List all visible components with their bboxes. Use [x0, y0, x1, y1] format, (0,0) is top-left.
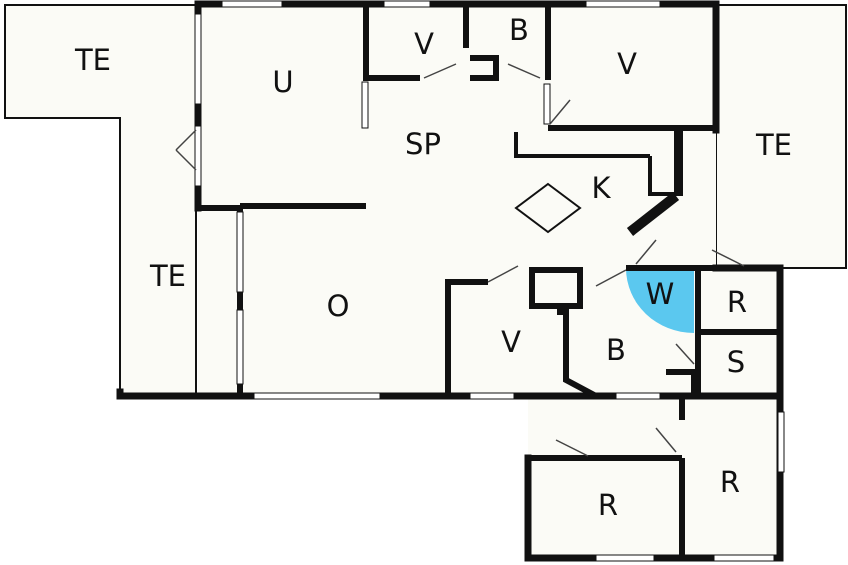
window [236, 211, 244, 293]
window [777, 411, 785, 473]
room-label-v-bottom: V [501, 325, 521, 359]
window [383, 0, 431, 8]
window [253, 392, 381, 400]
room-label-r-small: R [727, 285, 747, 319]
window [595, 554, 655, 562]
window [615, 392, 661, 400]
window [713, 554, 775, 562]
window [194, 13, 202, 105]
room-label-r-bottom: R [598, 488, 618, 522]
room-label-b-top: B [509, 13, 529, 47]
room-label-w: W [646, 277, 675, 311]
window [543, 83, 551, 125]
door-swings [175, 63, 745, 457]
room-label-r-bottom-right: R [720, 465, 740, 499]
house-floor [120, 4, 780, 558]
window [194, 125, 202, 187]
room-label-te-left: TE [149, 259, 186, 293]
room-label-o: O [327, 289, 350, 323]
room-label-te-right: TE [755, 128, 792, 162]
window [469, 392, 515, 400]
room-label-te-top-left: TE [74, 43, 111, 77]
room-label-v-top-right: V [617, 47, 637, 81]
diamond-icon [514, 182, 582, 234]
room-label-sp: SP [405, 127, 441, 161]
window [361, 81, 369, 129]
wardrobe-highlight [626, 268, 694, 333]
room-label-k: K [591, 171, 611, 205]
room-labels: TE U V B V SP TE K TE O W R V B S R R [74, 13, 792, 522]
windows [194, 0, 785, 562]
window [221, 0, 283, 8]
window [236, 309, 244, 385]
room-label-b-bottom: B [606, 333, 626, 367]
window [585, 0, 661, 8]
room-label-v-top-small: V [414, 27, 434, 61]
room-label-u: U [272, 65, 293, 99]
room-label-s: S [727, 345, 745, 379]
interior-walls [196, 4, 780, 558]
